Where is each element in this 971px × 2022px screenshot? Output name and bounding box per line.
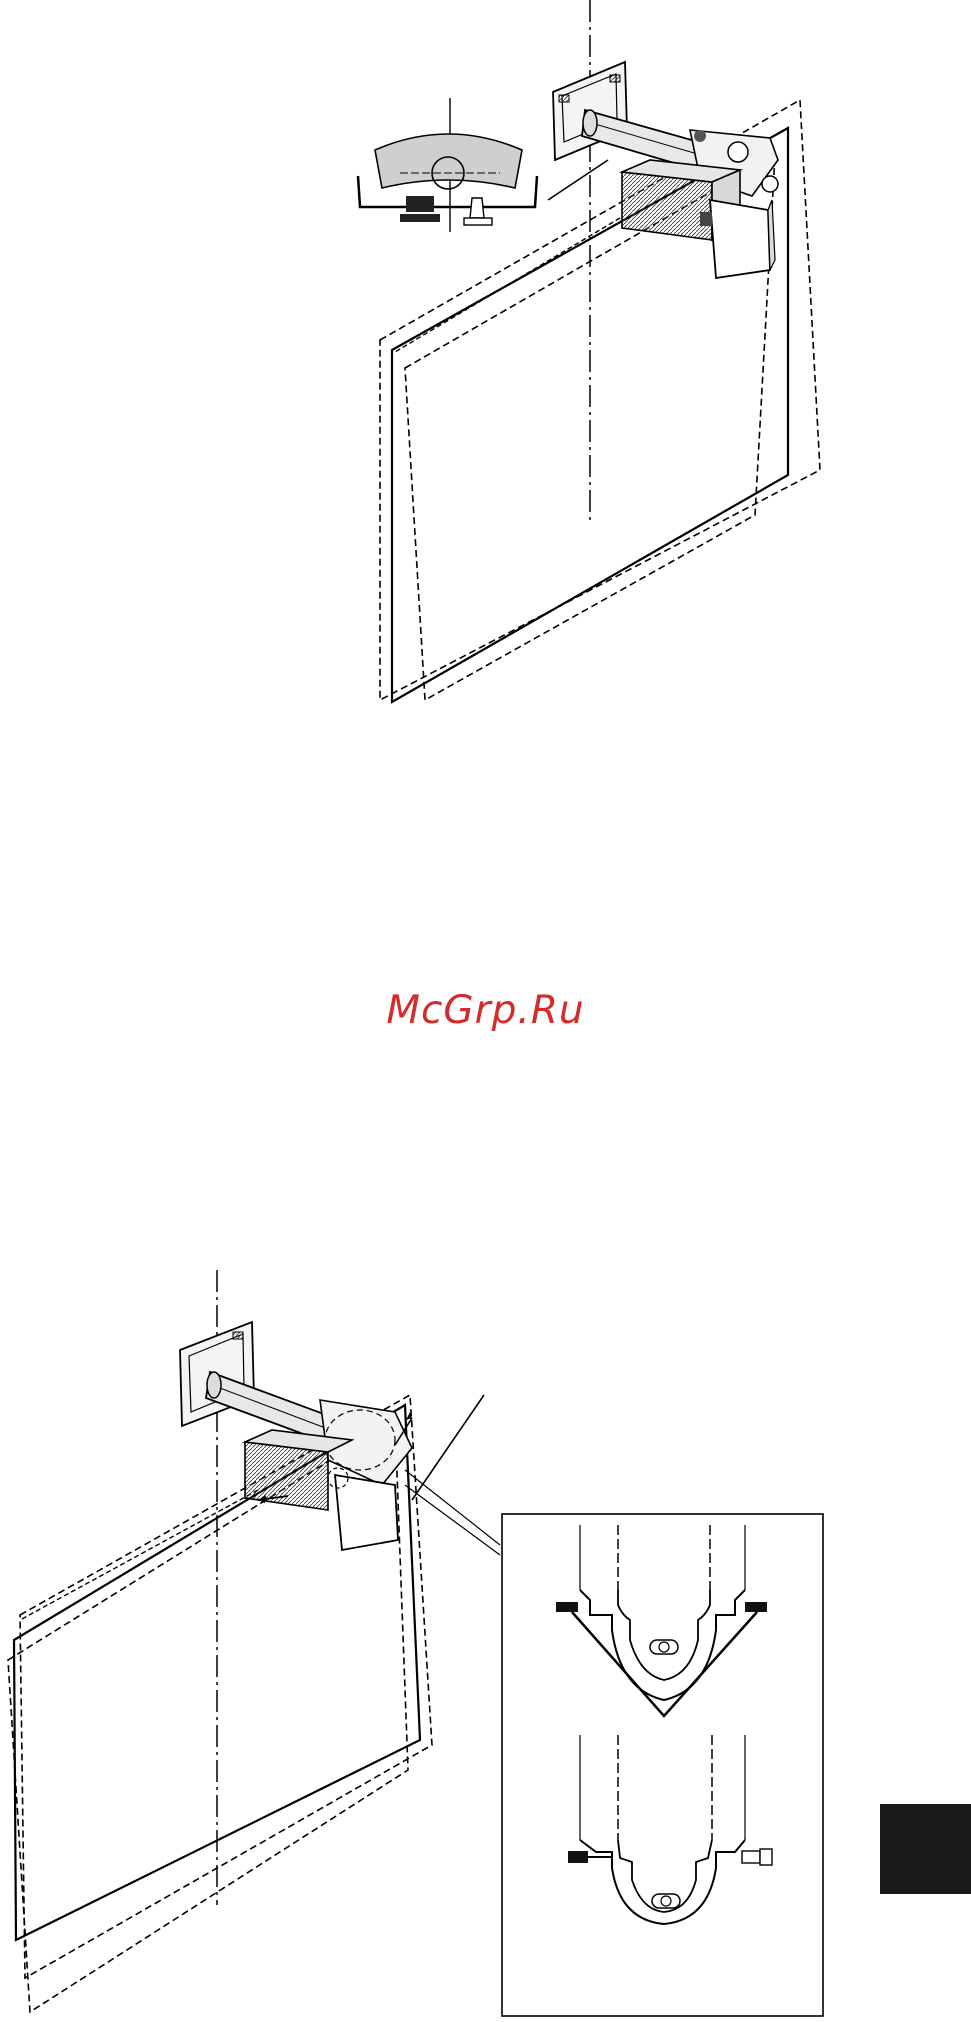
figure-vertical-adjustment	[358, 0, 820, 702]
chapter-side-tab	[880, 1804, 971, 1894]
watermark-text: McGrp.Ru	[0, 988, 971, 1033]
bracket-screw-detail-icon	[502, 1514, 823, 2016]
figure-rotation-adjustment	[8, 1270, 823, 2016]
